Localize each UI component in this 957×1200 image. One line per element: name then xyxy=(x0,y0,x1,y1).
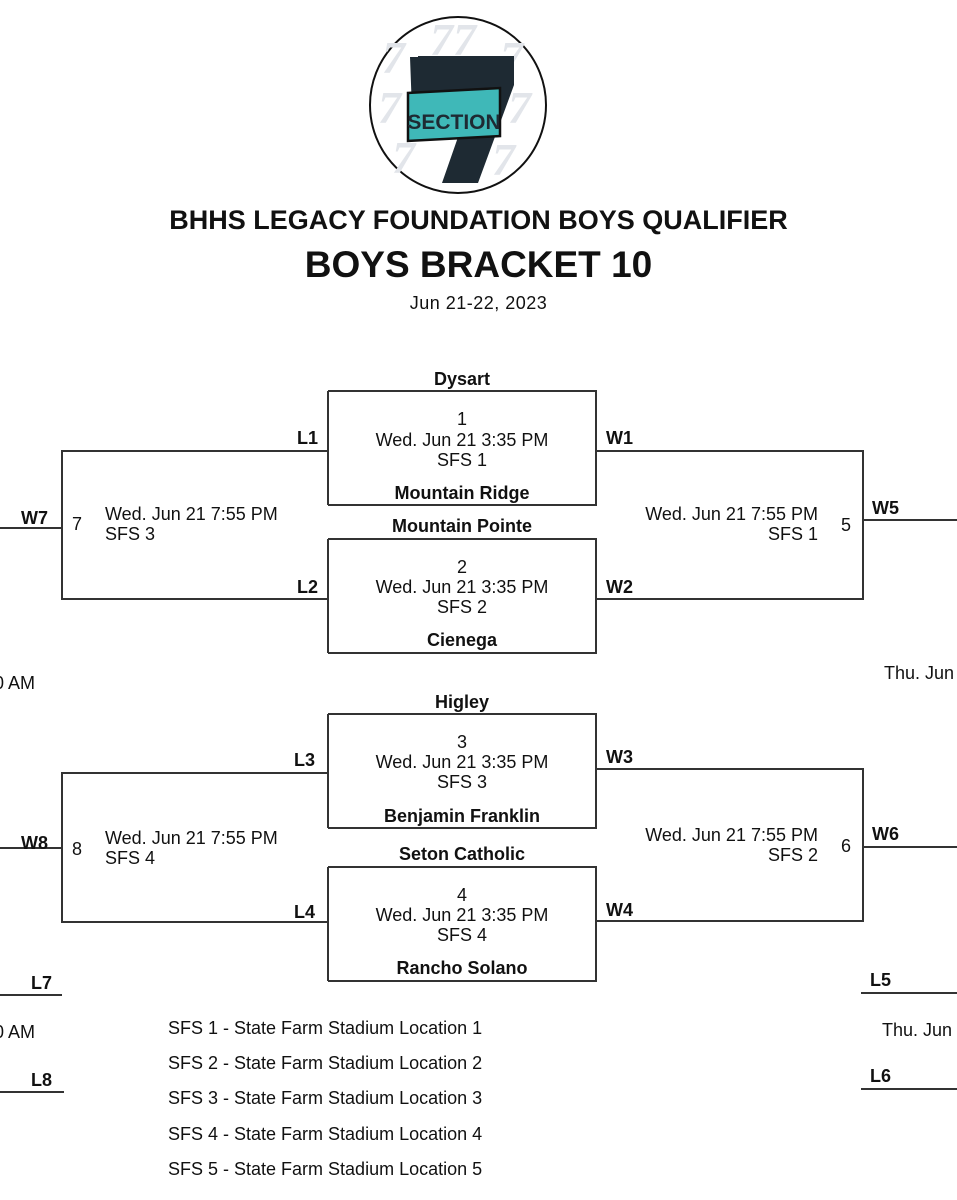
event-dates: Jun 21-22, 2023 xyxy=(409,293,548,313)
game-3-top-team: Higley xyxy=(434,692,490,712)
game-3-winner-label: W3 xyxy=(606,747,633,767)
right-edge-time-2: Thu. Jun xyxy=(882,1020,953,1040)
game-2-box xyxy=(328,538,597,654)
game-6-time: Wed. Jun 21 7:55 PM xyxy=(645,825,818,845)
game-5-bracket xyxy=(596,450,864,600)
game-1-box xyxy=(328,390,597,506)
game-6-venue: SFS 2 xyxy=(767,845,818,865)
left-edge-l7-label: L7 xyxy=(31,973,53,993)
legend-item: SFS 1 - State Farm Stadium Location 1 xyxy=(168,1018,483,1038)
game-4-box xyxy=(328,866,597,982)
game-7-winner-label: W7 xyxy=(21,508,48,528)
game-8-time: Wed. Jun 21 7:55 PM xyxy=(105,828,278,848)
game-7-bracket xyxy=(61,450,328,600)
game-5-number: 5 xyxy=(841,515,852,535)
game-4-time: Wed. Jun 21 3:35 PM xyxy=(375,905,549,925)
game-1-venue: SFS 1 xyxy=(436,450,488,470)
game-5-venue: SFS 1 xyxy=(767,524,818,544)
logo-text: SECTION xyxy=(407,111,500,134)
game-7-venue: SFS 3 xyxy=(105,524,156,544)
legend-item: SFS 4 - State Farm Stadium Location 4 xyxy=(168,1124,483,1144)
right-edge-l6-label: L6 xyxy=(870,1066,892,1086)
game-6-bracket xyxy=(596,768,864,922)
game-4-top-team: Seton Catholic xyxy=(398,844,525,864)
game-2-bottom-team: Cienega xyxy=(426,630,498,650)
game-3-venue: SFS 3 xyxy=(436,772,488,792)
game-2-number: 2 xyxy=(456,557,467,577)
game-8-number: 8 xyxy=(72,839,83,859)
event-title: BHHS LEGACY FOUNDATION BOYS QUALIFIER xyxy=(169,205,788,235)
game-7-number: 7 xyxy=(72,514,83,534)
game-3-bottom-team: Benjamin Franklin xyxy=(383,806,541,826)
game-3-number: 3 xyxy=(456,732,467,752)
left-edge-time-2: 0 AM xyxy=(0,1022,36,1042)
game-4-winner-label: W4 xyxy=(606,900,633,920)
game-3-box xyxy=(328,713,597,829)
svg-text:7: 7 xyxy=(492,134,517,185)
game-8-winner-label: W8 xyxy=(21,833,48,853)
right-edge-time-1: Thu. Jun xyxy=(884,663,955,683)
legend-item: SFS 5 - State Farm Stadium Location 5 xyxy=(168,1159,483,1179)
left-edge-time-1: 0 AM xyxy=(0,673,36,693)
game-1-top-team: Dysart xyxy=(433,369,491,389)
game-6-number: 6 xyxy=(841,836,852,856)
svg-text:7: 7 xyxy=(382,32,407,83)
legend-item: SFS 2 - State Farm Stadium Location 2 xyxy=(168,1053,483,1073)
game-1-bottom-team: Mountain Ridge xyxy=(394,483,530,503)
game-2-loser-label: L2 xyxy=(297,577,319,597)
legend-item: SFS 3 - State Farm Stadium Location 3 xyxy=(168,1088,483,1108)
game-4-bottom-team: Rancho Solano xyxy=(396,958,528,978)
left-edge-l8-label: L8 xyxy=(31,1070,53,1090)
game-3-loser-label: L3 xyxy=(294,750,316,770)
right-edge-l5-label: L5 xyxy=(870,970,892,990)
game-1-time: Wed. Jun 21 3:35 PM xyxy=(375,430,549,450)
game-4-loser-label: L4 xyxy=(294,902,316,922)
game-2-venue: SFS 2 xyxy=(436,597,488,617)
game-5-winner-label: W5 xyxy=(872,498,899,518)
game-3-time: Wed. Jun 21 3:35 PM xyxy=(375,752,549,772)
svg-text:7: 7 xyxy=(378,82,403,133)
game-1-number: 1 xyxy=(456,409,467,429)
svg-text:7: 7 xyxy=(508,82,533,133)
game-8-venue: SFS 4 xyxy=(105,848,156,868)
game-2-winner-label: W2 xyxy=(606,577,633,597)
game-4-number: 4 xyxy=(456,885,467,905)
game-5-time: Wed. Jun 21 7:55 PM xyxy=(645,504,818,524)
game-7-time: Wed. Jun 21 7:55 PM xyxy=(105,504,278,524)
section-7-logo: 77 77 77 77 SECTION xyxy=(368,14,548,195)
game-2-time: Wed. Jun 21 3:35 PM xyxy=(375,577,549,597)
bracket-title: BOYS BRACKET 10 xyxy=(304,244,653,285)
game-1-winner-label: W1 xyxy=(606,428,633,448)
game-2-top-team: Mountain Pointe xyxy=(392,516,532,536)
game-6-winner-label: W6 xyxy=(872,824,899,844)
game-4-venue: SFS 4 xyxy=(436,925,488,945)
game-1-loser-label: L1 xyxy=(297,428,319,448)
